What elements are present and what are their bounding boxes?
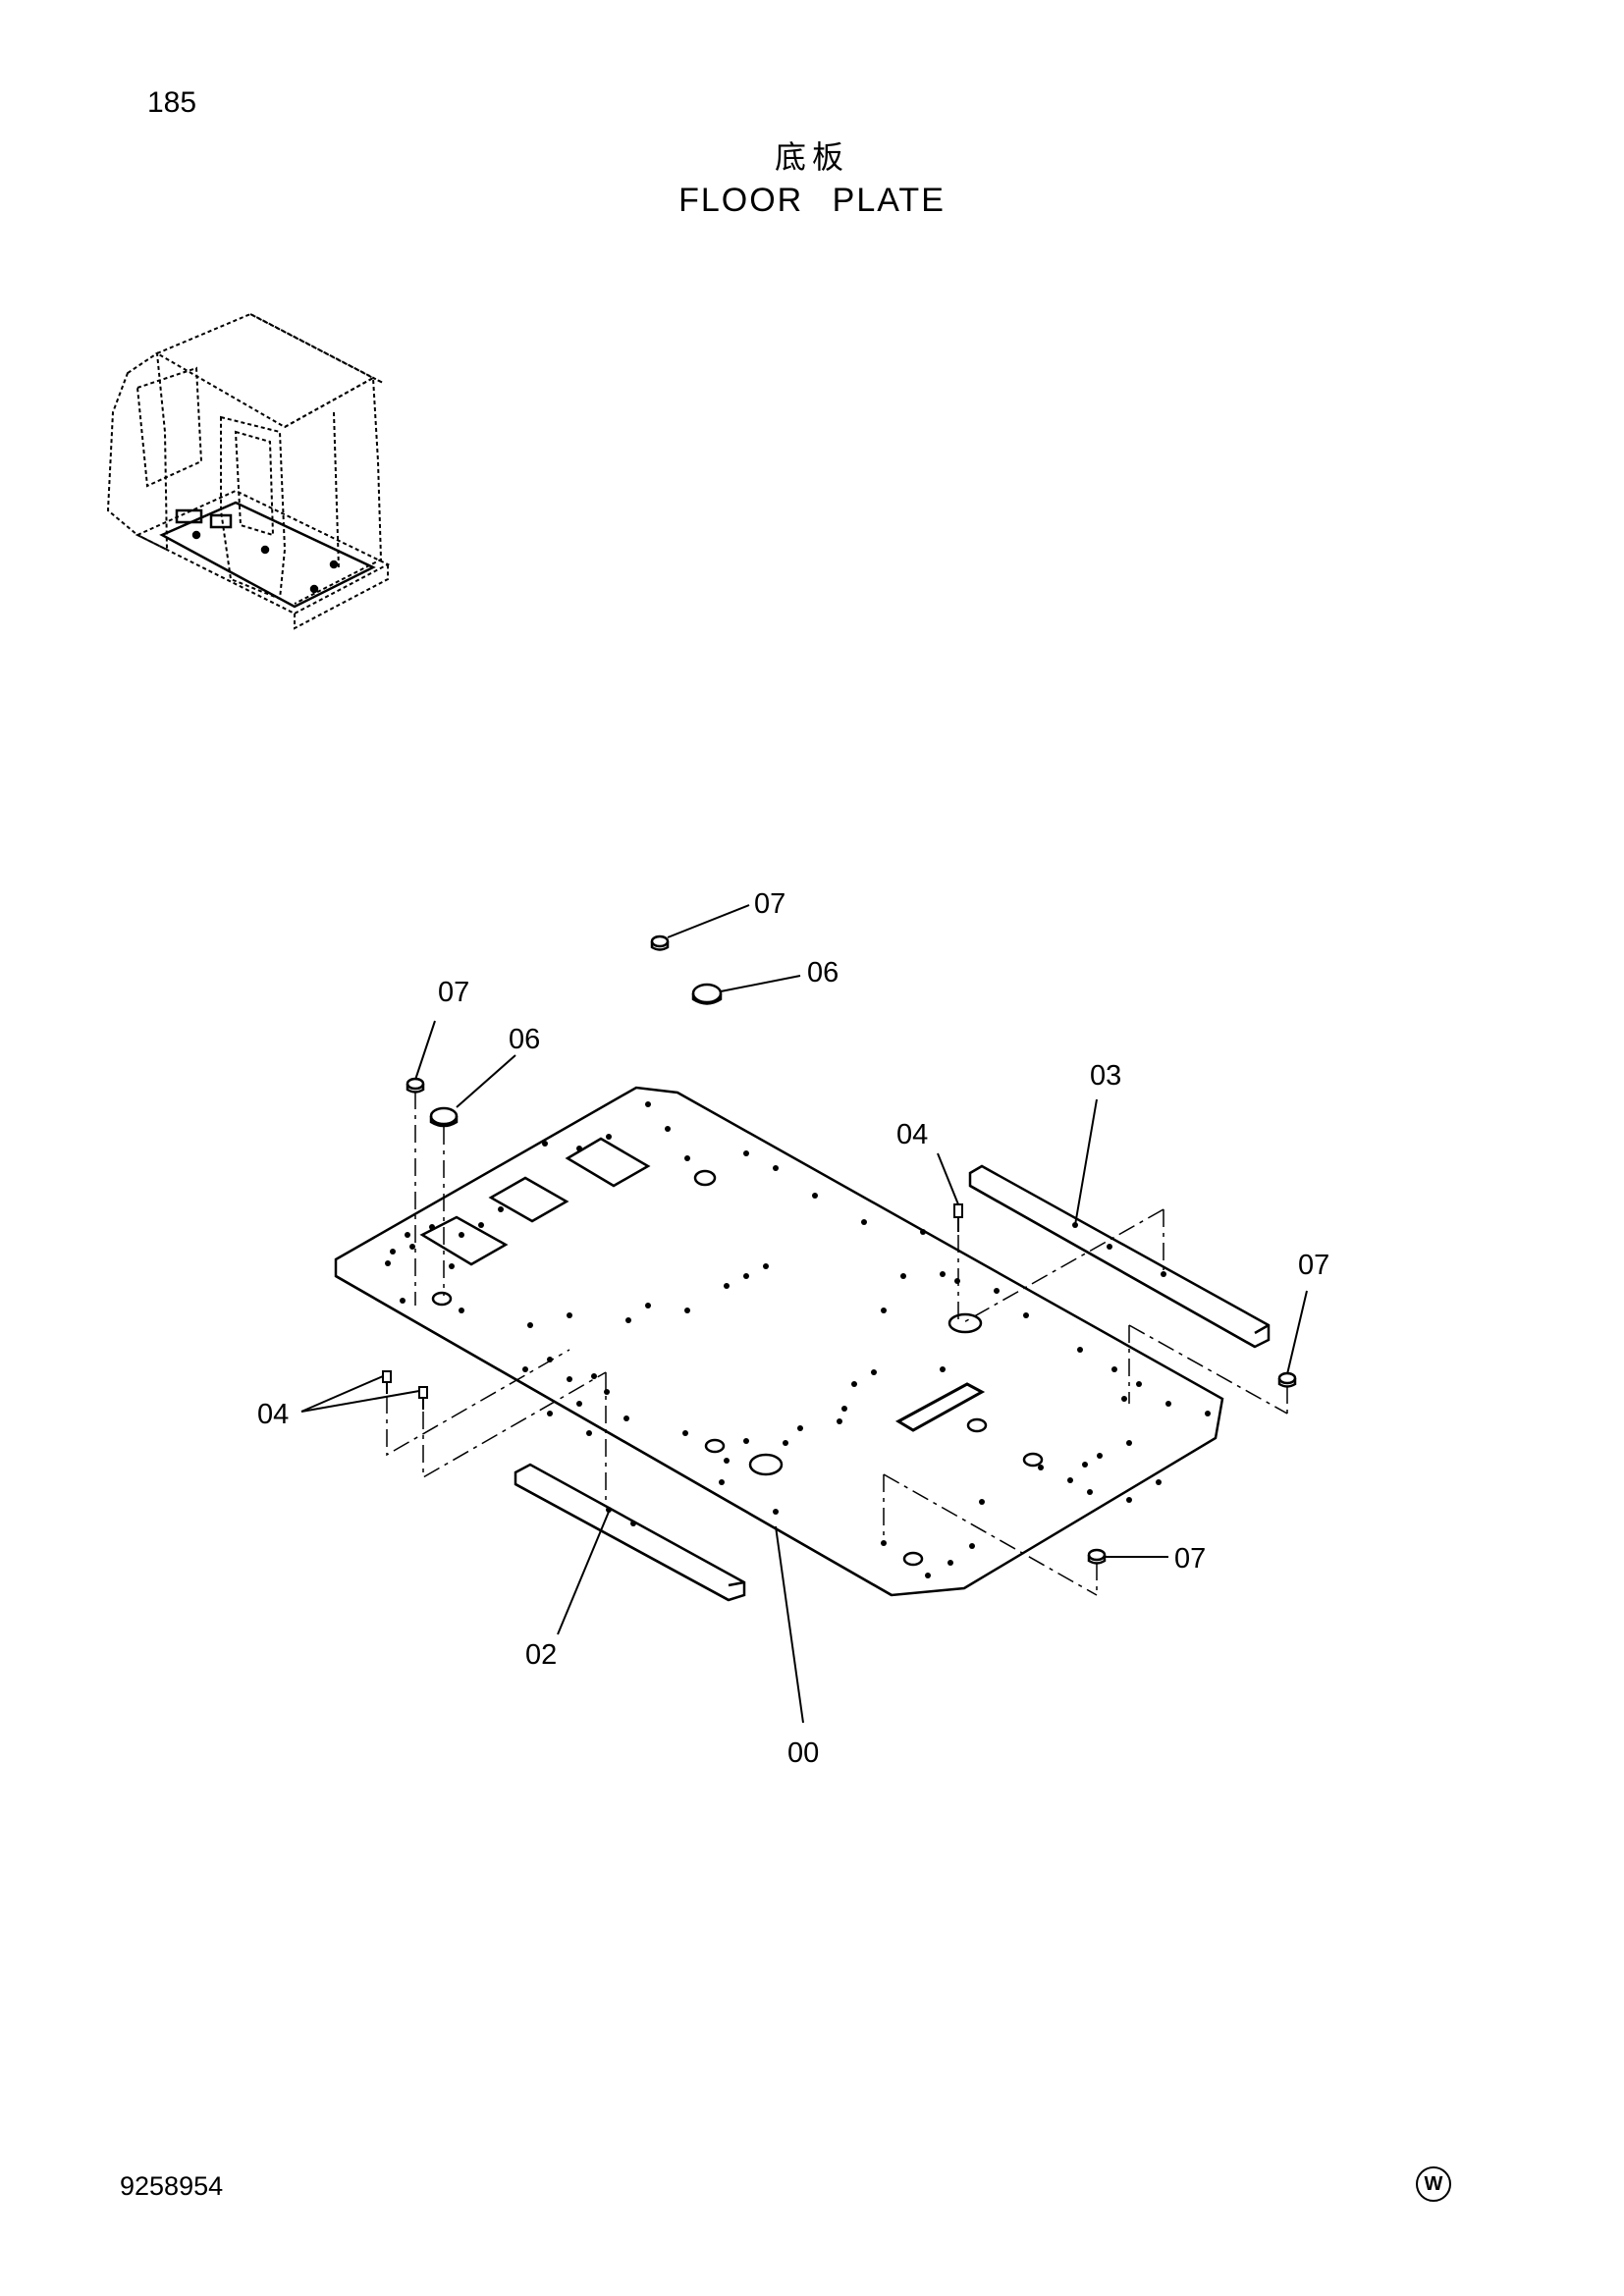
bolt-04-group xyxy=(382,1203,963,1410)
page-number: 185 xyxy=(147,86,197,119)
cab-floor-highlight xyxy=(159,501,376,609)
title-japanese: 底板 xyxy=(774,138,849,176)
callout-00: 00 xyxy=(787,1737,819,1769)
callout-06-left: 06 xyxy=(509,1024,540,1055)
document-number: 9258954 xyxy=(120,2171,224,2201)
callout-06-top: 06 xyxy=(807,957,839,988)
callout-04-mid: 04 xyxy=(896,1119,928,1150)
callout-07-left: 07 xyxy=(438,977,469,1008)
page-title: FLOOR PLATE xyxy=(678,182,946,219)
callout-04-left: 04 xyxy=(257,1399,289,1430)
leader-lines xyxy=(300,904,1308,1724)
bracket-03-holes xyxy=(1072,1222,1166,1277)
bracket-02-holes xyxy=(606,1507,636,1526)
publisher-mark: W xyxy=(1416,2166,1451,2202)
bracket-03 xyxy=(968,1164,1271,1349)
cap-06-left xyxy=(429,1106,459,1128)
floor-plate-00 xyxy=(334,1086,1224,1597)
bracket-02 xyxy=(514,1463,746,1602)
callout-07-bottom: 07 xyxy=(1174,1543,1206,1575)
assembly-lines xyxy=(386,1092,1288,1596)
callout-07-right: 07 xyxy=(1298,1250,1329,1281)
callout-07-top: 07 xyxy=(754,888,785,920)
callout-03: 03 xyxy=(1090,1060,1121,1092)
callout-02: 02 xyxy=(525,1639,557,1671)
cap-06-top xyxy=(691,983,723,1005)
floor-plate-bolt-holes xyxy=(385,1101,1211,1578)
